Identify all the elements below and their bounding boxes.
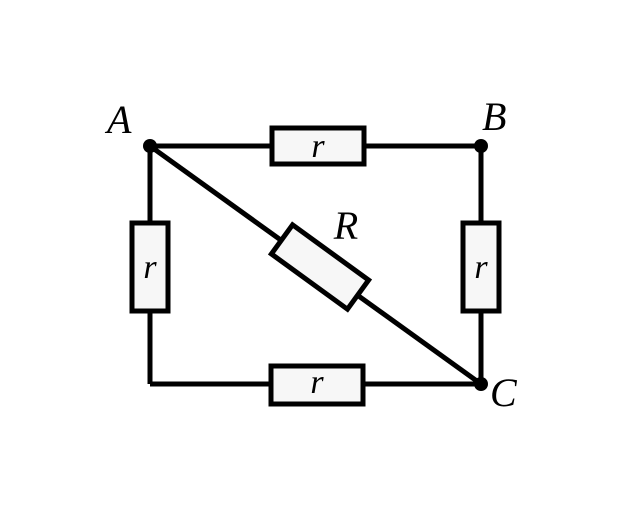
resistor-right-label: r bbox=[474, 249, 488, 286]
node-b-label: B bbox=[482, 94, 506, 139]
resistor-diagonal-label: R bbox=[333, 203, 358, 248]
resistor-top bbox=[269, 125, 367, 167]
node-b-dot bbox=[474, 139, 488, 153]
resistor-diagonal bbox=[267, 221, 373, 313]
resistor-left bbox=[129, 220, 171, 314]
node-a-label: A bbox=[104, 97, 132, 142]
resistor-left-label: r bbox=[143, 249, 157, 286]
resistor-bottom bbox=[268, 363, 366, 407]
node-a-dot bbox=[143, 139, 157, 153]
node-c-label: C bbox=[490, 370, 518, 415]
resistor-bottom-label: r bbox=[310, 364, 324, 401]
resistor-right bbox=[460, 220, 502, 314]
resistor-top-label: r bbox=[311, 128, 325, 165]
node-c-dot bbox=[474, 377, 488, 391]
